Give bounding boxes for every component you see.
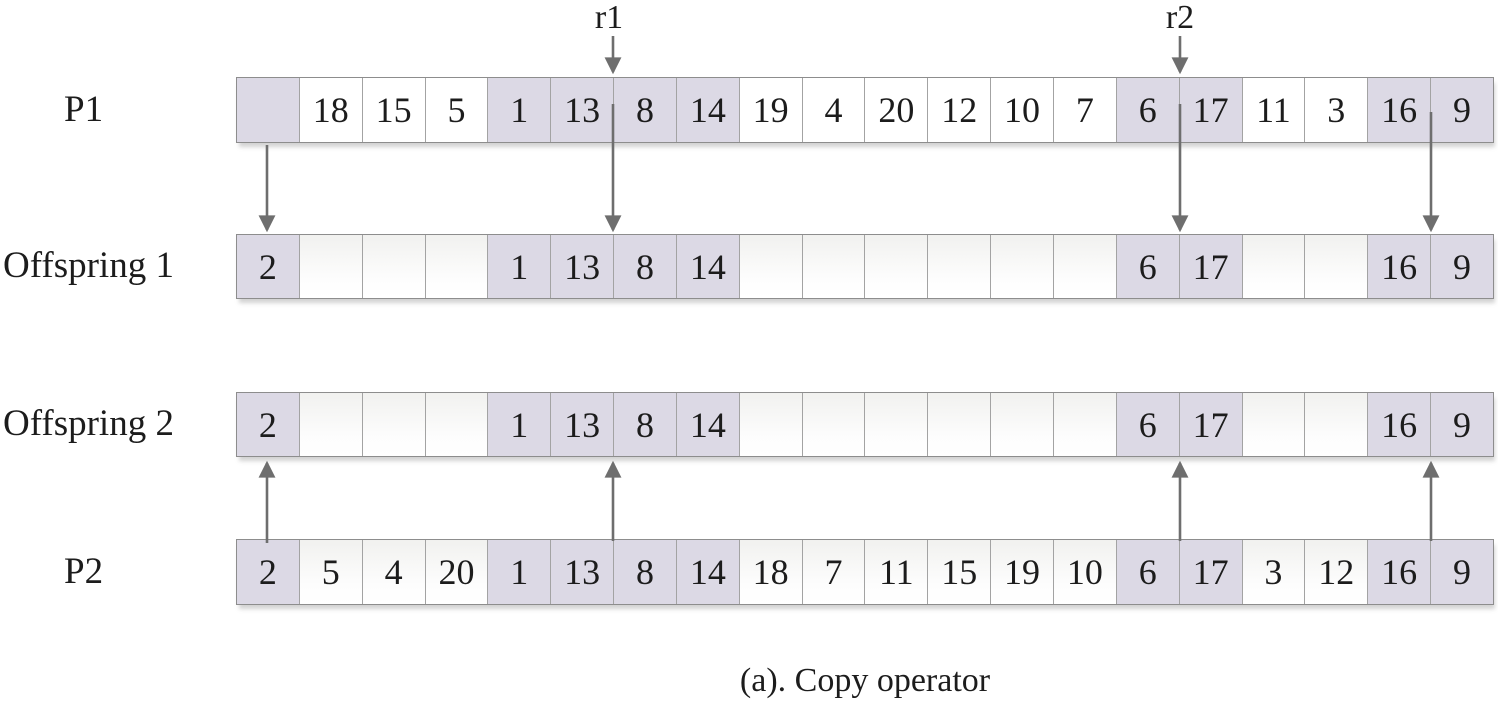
cell-p2-1: 5 [299,540,363,604]
cell-p2-19: 9 [1431,540,1493,604]
cell-offspring1-13 [1053,235,1117,298]
cell-p1-14: 6 [1116,78,1180,142]
cell-p1-0 [237,78,300,142]
cell-p1-1: 18 [299,78,363,142]
cut-point-label-r1: r1 [594,0,624,36]
cell-offspring2-13 [1053,393,1117,456]
cell-offspring2-19: 9 [1431,393,1493,456]
cell-p2-2: 4 [362,540,426,604]
cell-p1-7: 14 [676,78,740,142]
cell-offspring1-12 [991,235,1054,298]
cell-p2-5: 13 [551,540,615,604]
cell-offspring2-12 [991,393,1054,456]
cell-p2-17: 12 [1305,540,1369,604]
cell-offspring1-3 [425,235,489,298]
cell-offspring2-7: 14 [676,393,740,456]
cell-p1-6: 8 [614,78,677,142]
cell-offspring2-0: 2 [237,393,300,456]
cell-p1-18: 16 [1368,78,1432,142]
cell-p1-10: 20 [865,78,929,142]
cell-offspring1-19: 9 [1431,235,1493,298]
cell-offspring2-14: 6 [1116,393,1180,456]
cell-p1-19: 9 [1431,78,1493,142]
cell-offspring2-5: 13 [551,393,615,456]
cell-offspring2-18: 16 [1368,393,1432,456]
row-label-offspring2: Offspring 2 [3,403,174,444]
cell-p1-2: 15 [362,78,426,142]
cut-point-label-r2: r2 [1165,0,1195,36]
cell-p1-5: 13 [551,78,615,142]
cell-p1-16: 11 [1242,78,1306,142]
row-label-p2: P2 [64,551,104,592]
cell-offspring2-10 [865,393,929,456]
row-label-offspring1: Offspring 1 [3,245,174,286]
cell-p2-18: 16 [1368,540,1432,604]
cell-p1-11: 12 [928,78,992,142]
cell-p1-17: 3 [1305,78,1369,142]
cell-offspring1-0: 2 [237,235,300,298]
cell-p2-14: 6 [1116,540,1180,604]
cell-p2-6: 8 [614,540,677,604]
cell-p1-9: 4 [802,78,866,142]
cell-offspring2-9 [802,393,866,456]
cell-offspring1-4: 1 [488,235,552,298]
cell-p1-4: 1 [488,78,552,142]
cell-p1-3: 5 [425,78,489,142]
cell-p1-8: 19 [739,78,803,142]
cell-offspring2-11 [928,393,992,456]
cell-offspring1-5: 13 [551,235,615,298]
cell-offspring2-8 [739,393,803,456]
cell-offspring2-1 [299,393,363,456]
cell-offspring1-18: 16 [1368,235,1432,298]
cell-offspring1-15: 17 [1179,235,1243,298]
cell-p2-3: 20 [425,540,489,604]
cell-p1-13: 7 [1053,78,1117,142]
cell-p1-15: 17 [1179,78,1243,142]
cell-offspring1-14: 6 [1116,235,1180,298]
cell-offspring1-6: 8 [614,235,677,298]
cell-offspring1-7: 14 [676,235,740,298]
cell-p2-11: 15 [928,540,992,604]
cell-offspring2-17 [1305,393,1369,456]
cell-offspring1-17 [1305,235,1369,298]
cell-offspring1-10 [865,235,929,298]
cell-offspring2-16 [1242,393,1306,456]
cell-offspring2-4: 1 [488,393,552,456]
cell-offspring2-3 [425,393,489,456]
row-label-p1: P1 [64,89,104,130]
cell-p2-0: 2 [237,540,300,604]
cell-offspring1-1 [299,235,363,298]
cell-offspring1-2 [362,235,426,298]
cell-p2-8: 18 [739,540,803,604]
cell-p1-12: 10 [991,78,1054,142]
cell-p2-16: 3 [1242,540,1306,604]
cell-p2-9: 7 [802,540,866,604]
cell-p2-15: 17 [1179,540,1243,604]
cell-p2-4: 1 [488,540,552,604]
cell-p2-7: 14 [676,540,740,604]
cell-offspring1-11 [928,235,992,298]
cell-offspring1-16 [1242,235,1306,298]
cell-offspring2-15: 17 [1179,393,1243,456]
cell-offspring1-9 [802,235,866,298]
cell-p2-10: 11 [865,540,929,604]
cell-offspring2-2 [362,393,426,456]
cell-p2-13: 10 [1053,540,1117,604]
figure-caption: (a). Copy operator [739,662,991,699]
cell-offspring1-8 [739,235,803,298]
cell-p2-12: 19 [991,540,1054,604]
cell-offspring2-6: 8 [614,393,677,456]
